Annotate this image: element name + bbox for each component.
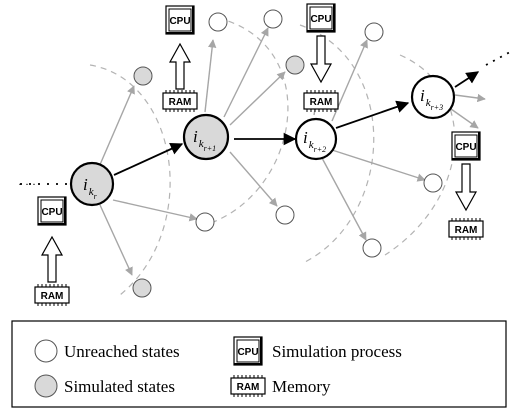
svg-text:RAM: RAM [455,225,478,236]
simulated-state [285,55,305,75]
leading-ellipsis: · · · [18,177,36,191]
cpu-chip-icon: CPU [451,131,481,161]
wavefront-arc-1 [89,64,171,296]
unreached-state [275,205,295,225]
legend-process-label: Simulation process [272,342,402,361]
legend-memory-label: Memory [272,377,331,396]
ram-chip-icon: RAM [162,89,198,113]
main-state-kr1: ikr+1 [182,113,230,161]
main-path-edges [20,51,511,185]
unreached-state [263,9,283,29]
svg-text:ikr+1: ikr+1 [193,127,216,153]
unreached-state [362,238,382,258]
ram-chip-icon: RAM [230,374,266,398]
unreached-state [364,22,384,42]
legend-simulated-label: Simulated states [64,377,175,396]
transfer-arrow-down-icon [454,163,478,212]
svg-text:RAM: RAM [310,97,333,108]
simulated-state [132,278,152,298]
svg-text:CPU: CPU [237,347,258,358]
svg-text:RAM: RAM [237,382,260,393]
svg-text:CPU: CPU [455,142,476,153]
cpu-chip-icon: CPU [306,3,336,33]
unreached-state [195,212,215,232]
cpu-chip-icon: CPU [37,196,67,226]
unreached-state-icon [34,339,58,363]
wavefront-arc-2 [204,17,289,226]
ram-chip-icon: RAM [34,283,70,307]
transfer-arrow-down-icon [309,35,333,84]
svg-text:CPU: CPU [169,16,190,27]
cpu-chip-icon: CPU [233,336,263,366]
svg-text:ikr+3: ikr+3 [420,86,443,112]
ram-chip-icon: RAM [303,89,339,113]
resource-stack-3: CPU RAM [34,196,70,307]
simulated-state-icon [34,374,58,398]
unreached-state [423,173,443,193]
svg-text:RAM: RAM [41,291,64,302]
main-state-kr2: ikr+2 [294,117,338,161]
svg-text:CPU: CPU [41,207,62,218]
svg-text:CPU: CPU [310,14,331,25]
svg-text:ikr+2: ikr+2 [303,128,326,154]
legend: Unreached states Simulated states CPU Si… [11,320,507,408]
wavefront-arcs [89,17,456,296]
resource-stack-1: CPU RAM [162,5,198,113]
wavefront-arc-3 [299,24,375,263]
main-state-kr3: ikr+3 [410,74,456,120]
main-state-kr: ikr [69,161,115,207]
cpu-chip-icon: CPU [165,5,195,35]
resource-stack-2: CPU RAM [303,3,339,113]
unreached-state [208,12,228,32]
svg-text:RAM: RAM [169,97,192,108]
transfer-arrow-up-icon [168,42,192,90]
ram-chip-icon: RAM [448,217,484,241]
small-states [132,9,443,298]
svg-text:ikr: ikr [83,175,98,201]
simulated-state [133,66,153,86]
transfer-arrow-up-icon [40,235,64,283]
legend-unreached-label: Unreached states [64,342,180,361]
resource-stack-4: CPU RAM [448,131,484,241]
